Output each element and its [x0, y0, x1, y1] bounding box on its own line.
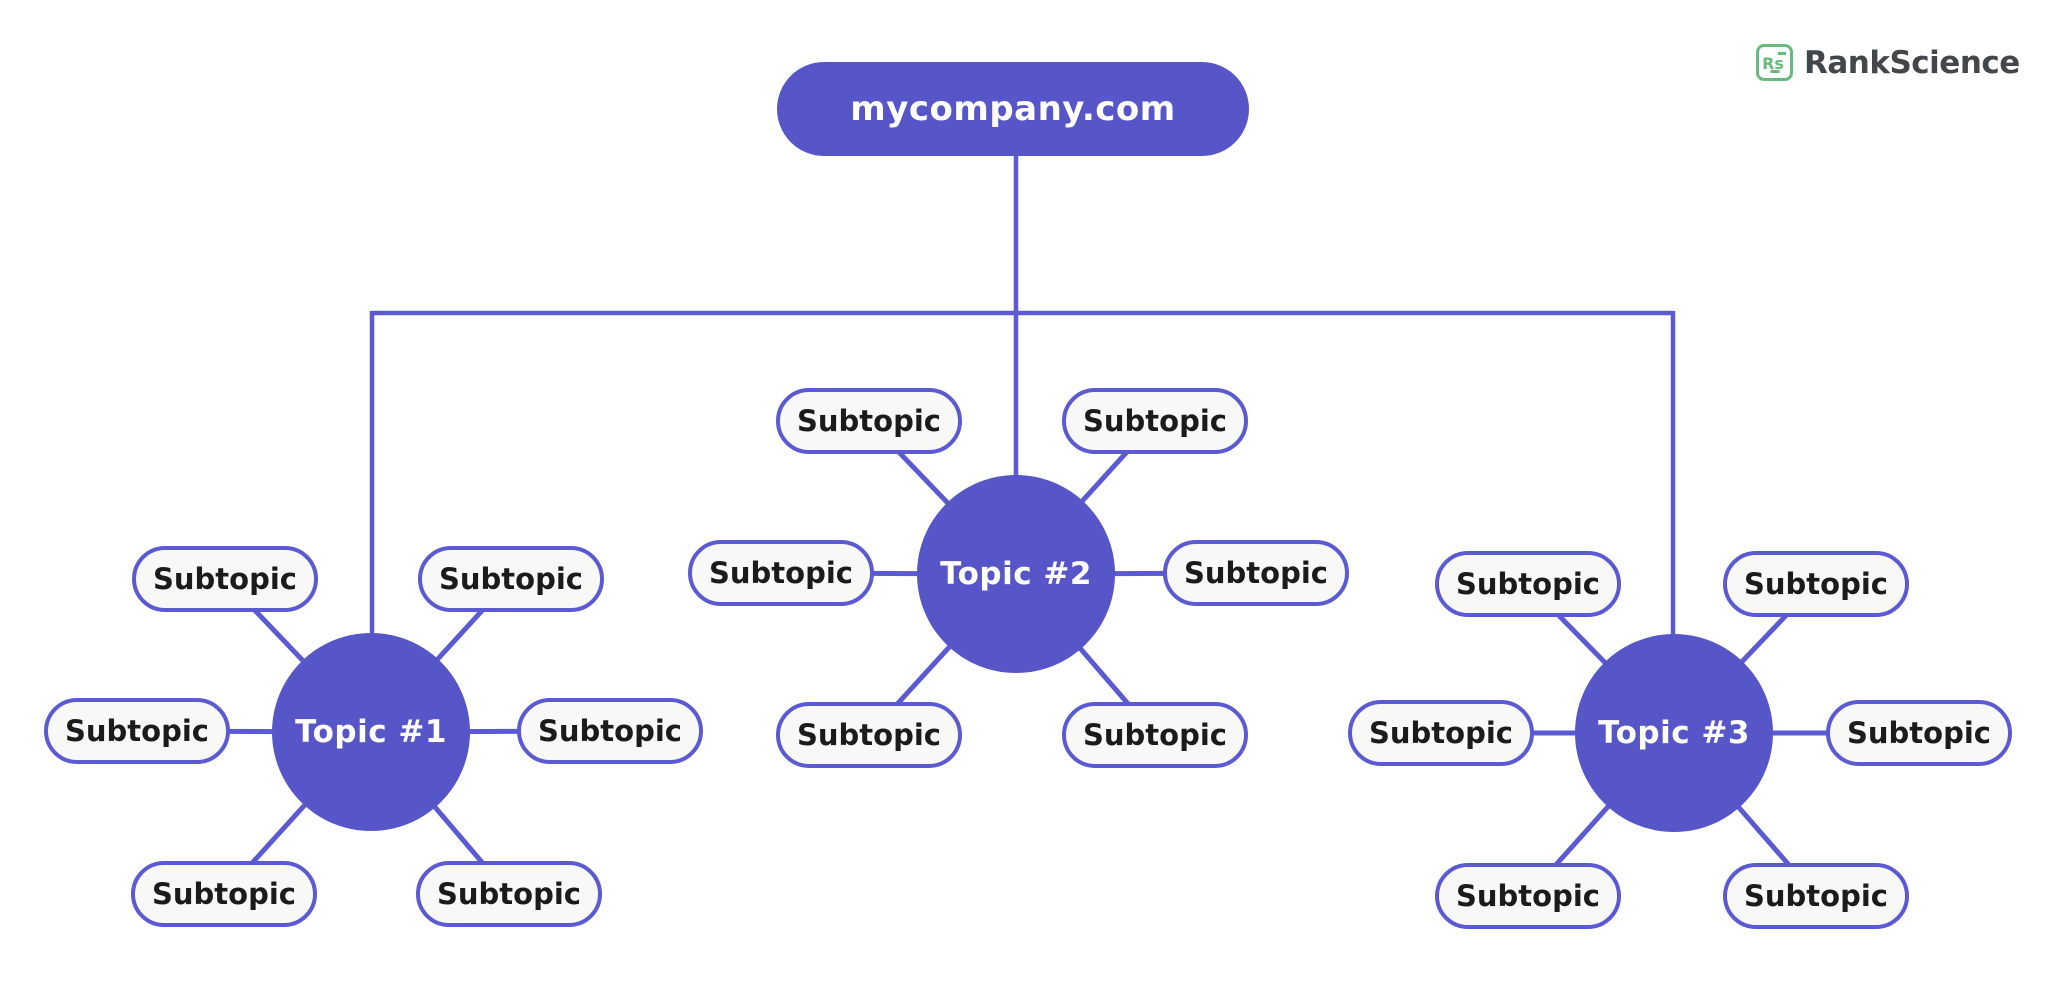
- topic-2-subtopic: Subtopic: [776, 702, 962, 768]
- icon-top-dash: [1778, 52, 1786, 55]
- topic-1-subtopic: Subtopic: [416, 861, 602, 927]
- topic-3-node: Topic #3: [1575, 634, 1773, 832]
- root-domain-node: mycompany.com: [777, 62, 1249, 156]
- topic-3-subtopic: Subtopic: [1723, 551, 1909, 617]
- brand-name: RankScience: [1804, 44, 2020, 81]
- topic-2-subtopic: Subtopic: [776, 388, 962, 454]
- topic-3-subtopic: Subtopic: [1723, 863, 1909, 929]
- topic-1-subtopic: Subtopic: [517, 698, 703, 764]
- topic-2-subtopic: Subtopic: [1163, 540, 1349, 606]
- topic-1-subtopic: Subtopic: [418, 546, 604, 612]
- icon-bottom-dash: [1770, 70, 1779, 73]
- topic-1-subtopic: Subtopic: [131, 861, 317, 927]
- topic-2-node: Topic #2: [917, 475, 1115, 673]
- rankscience-element-icon: Rs: [1756, 44, 1793, 81]
- topic-2-subtopic: Subtopic: [1062, 702, 1248, 768]
- rankscience-logo: Rs RankScience: [1756, 44, 2020, 81]
- topic-1-subtopic: Subtopic: [44, 698, 230, 764]
- topic-3-subtopic: Subtopic: [1348, 700, 1534, 766]
- topic-1-node: Topic #1: [272, 633, 470, 831]
- topic-3-subtopic: Subtopic: [1435, 551, 1621, 617]
- topic-2-subtopic: Subtopic: [1062, 388, 1248, 454]
- icon-rs-label: Rs: [1762, 54, 1784, 73]
- topic-1-subtopic: Subtopic: [132, 546, 318, 612]
- topic-2-subtopic: Subtopic: [688, 540, 874, 606]
- topic-3-subtopic: Subtopic: [1826, 700, 2012, 766]
- topic-3-subtopic: Subtopic: [1435, 863, 1621, 929]
